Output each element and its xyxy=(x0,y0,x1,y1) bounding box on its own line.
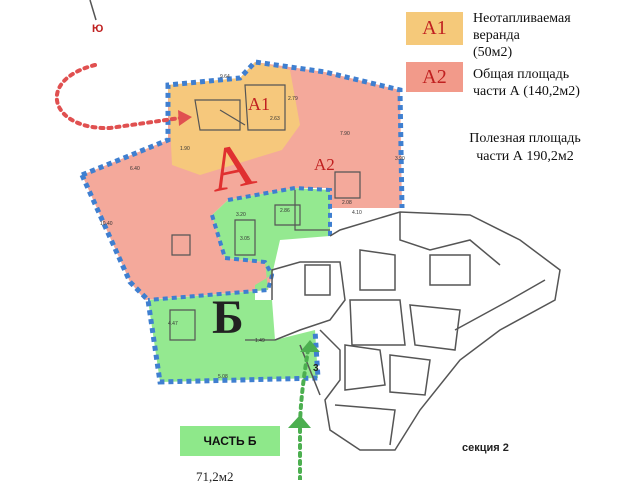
part-b-badge-label: ЧАСТЬ Б xyxy=(203,434,257,448)
legend-a1-line1: Неотапливаемая xyxy=(473,11,571,26)
dimension-label: 9.64 xyxy=(220,74,230,80)
legend-a2-line1: Общая площадь xyxy=(473,67,570,82)
zone-border xyxy=(81,59,405,209)
arrow-head-green xyxy=(300,340,320,352)
useful-area-line1: Полезная площадь xyxy=(469,131,581,146)
label-a1: А1 xyxy=(248,94,270,114)
legend-a1-line2: веранда xyxy=(473,28,520,43)
zone-a2 xyxy=(82,62,402,300)
zone-border xyxy=(79,173,321,385)
arrow-head-red xyxy=(178,110,192,126)
zone-border xyxy=(227,185,332,236)
entrance-arrow-red xyxy=(54,63,182,131)
legend-a2-swatch: А2 xyxy=(406,62,463,92)
dimension-label: 2.08 xyxy=(342,200,352,206)
dimension-label: 4.10 xyxy=(352,210,362,216)
north-mark: Ю xyxy=(92,23,103,35)
dimension-label: 3.05 xyxy=(240,236,250,242)
dimension-label: 1.90 xyxy=(180,146,190,152)
dimension-label: 3.90 xyxy=(395,156,405,162)
part-b-badge: ЧАСТЬ Б xyxy=(180,426,280,456)
legend-a2-line2: части А (140,2м2) xyxy=(473,84,580,99)
dimension-label: 10.40 xyxy=(100,221,113,227)
entrance-number: 3 xyxy=(313,363,319,374)
legend-a1-text: Неотапливаемая веранда (50м2) xyxy=(473,10,571,61)
entrance-arrow-green xyxy=(298,348,310,480)
legend-a1-swatch: А1 xyxy=(406,12,463,45)
legend-a2-code: А2 xyxy=(422,65,447,88)
dimension-label: 1.49 xyxy=(255,338,265,344)
compass-arrow xyxy=(89,0,97,21)
arrow-head-green xyxy=(288,415,311,428)
zone-b xyxy=(148,188,330,382)
label-a2: А2 xyxy=(314,155,335,174)
dimension-label: 5.08 xyxy=(218,374,228,380)
interior-walls xyxy=(169,84,361,341)
label-part-b: Б xyxy=(212,291,244,344)
dimension-label: 2.79 xyxy=(288,96,298,102)
legend-a1-code: А1 xyxy=(422,17,447,39)
building-outline xyxy=(271,211,561,451)
dimension-label: 7.90 xyxy=(340,131,350,137)
dimension-label: 3.20 xyxy=(236,212,246,218)
dimension-label: 6.40 xyxy=(130,166,140,172)
useful-area-line2: части А 190,2м2 xyxy=(476,149,574,164)
useful-area-note: Полезная площадь части А 190,2м2 xyxy=(450,130,600,166)
legend-a1-line3: (50м2) xyxy=(473,45,513,60)
dimension-label: 2.63 xyxy=(270,116,280,122)
dimension-label: 4.47 xyxy=(168,321,178,327)
dimension-label: 2.86 xyxy=(280,208,290,214)
part-b-area: 71,2м2 xyxy=(196,469,234,484)
dimension-labels: 9.64 6.40 2.63 7.90 2.08 4.10 3.20 10.40… xyxy=(100,74,405,380)
section-label: секция 2 xyxy=(462,442,509,454)
zone-border xyxy=(147,214,275,302)
legend-a2-text: Общая площадь части А (140,2м2) xyxy=(473,66,580,100)
